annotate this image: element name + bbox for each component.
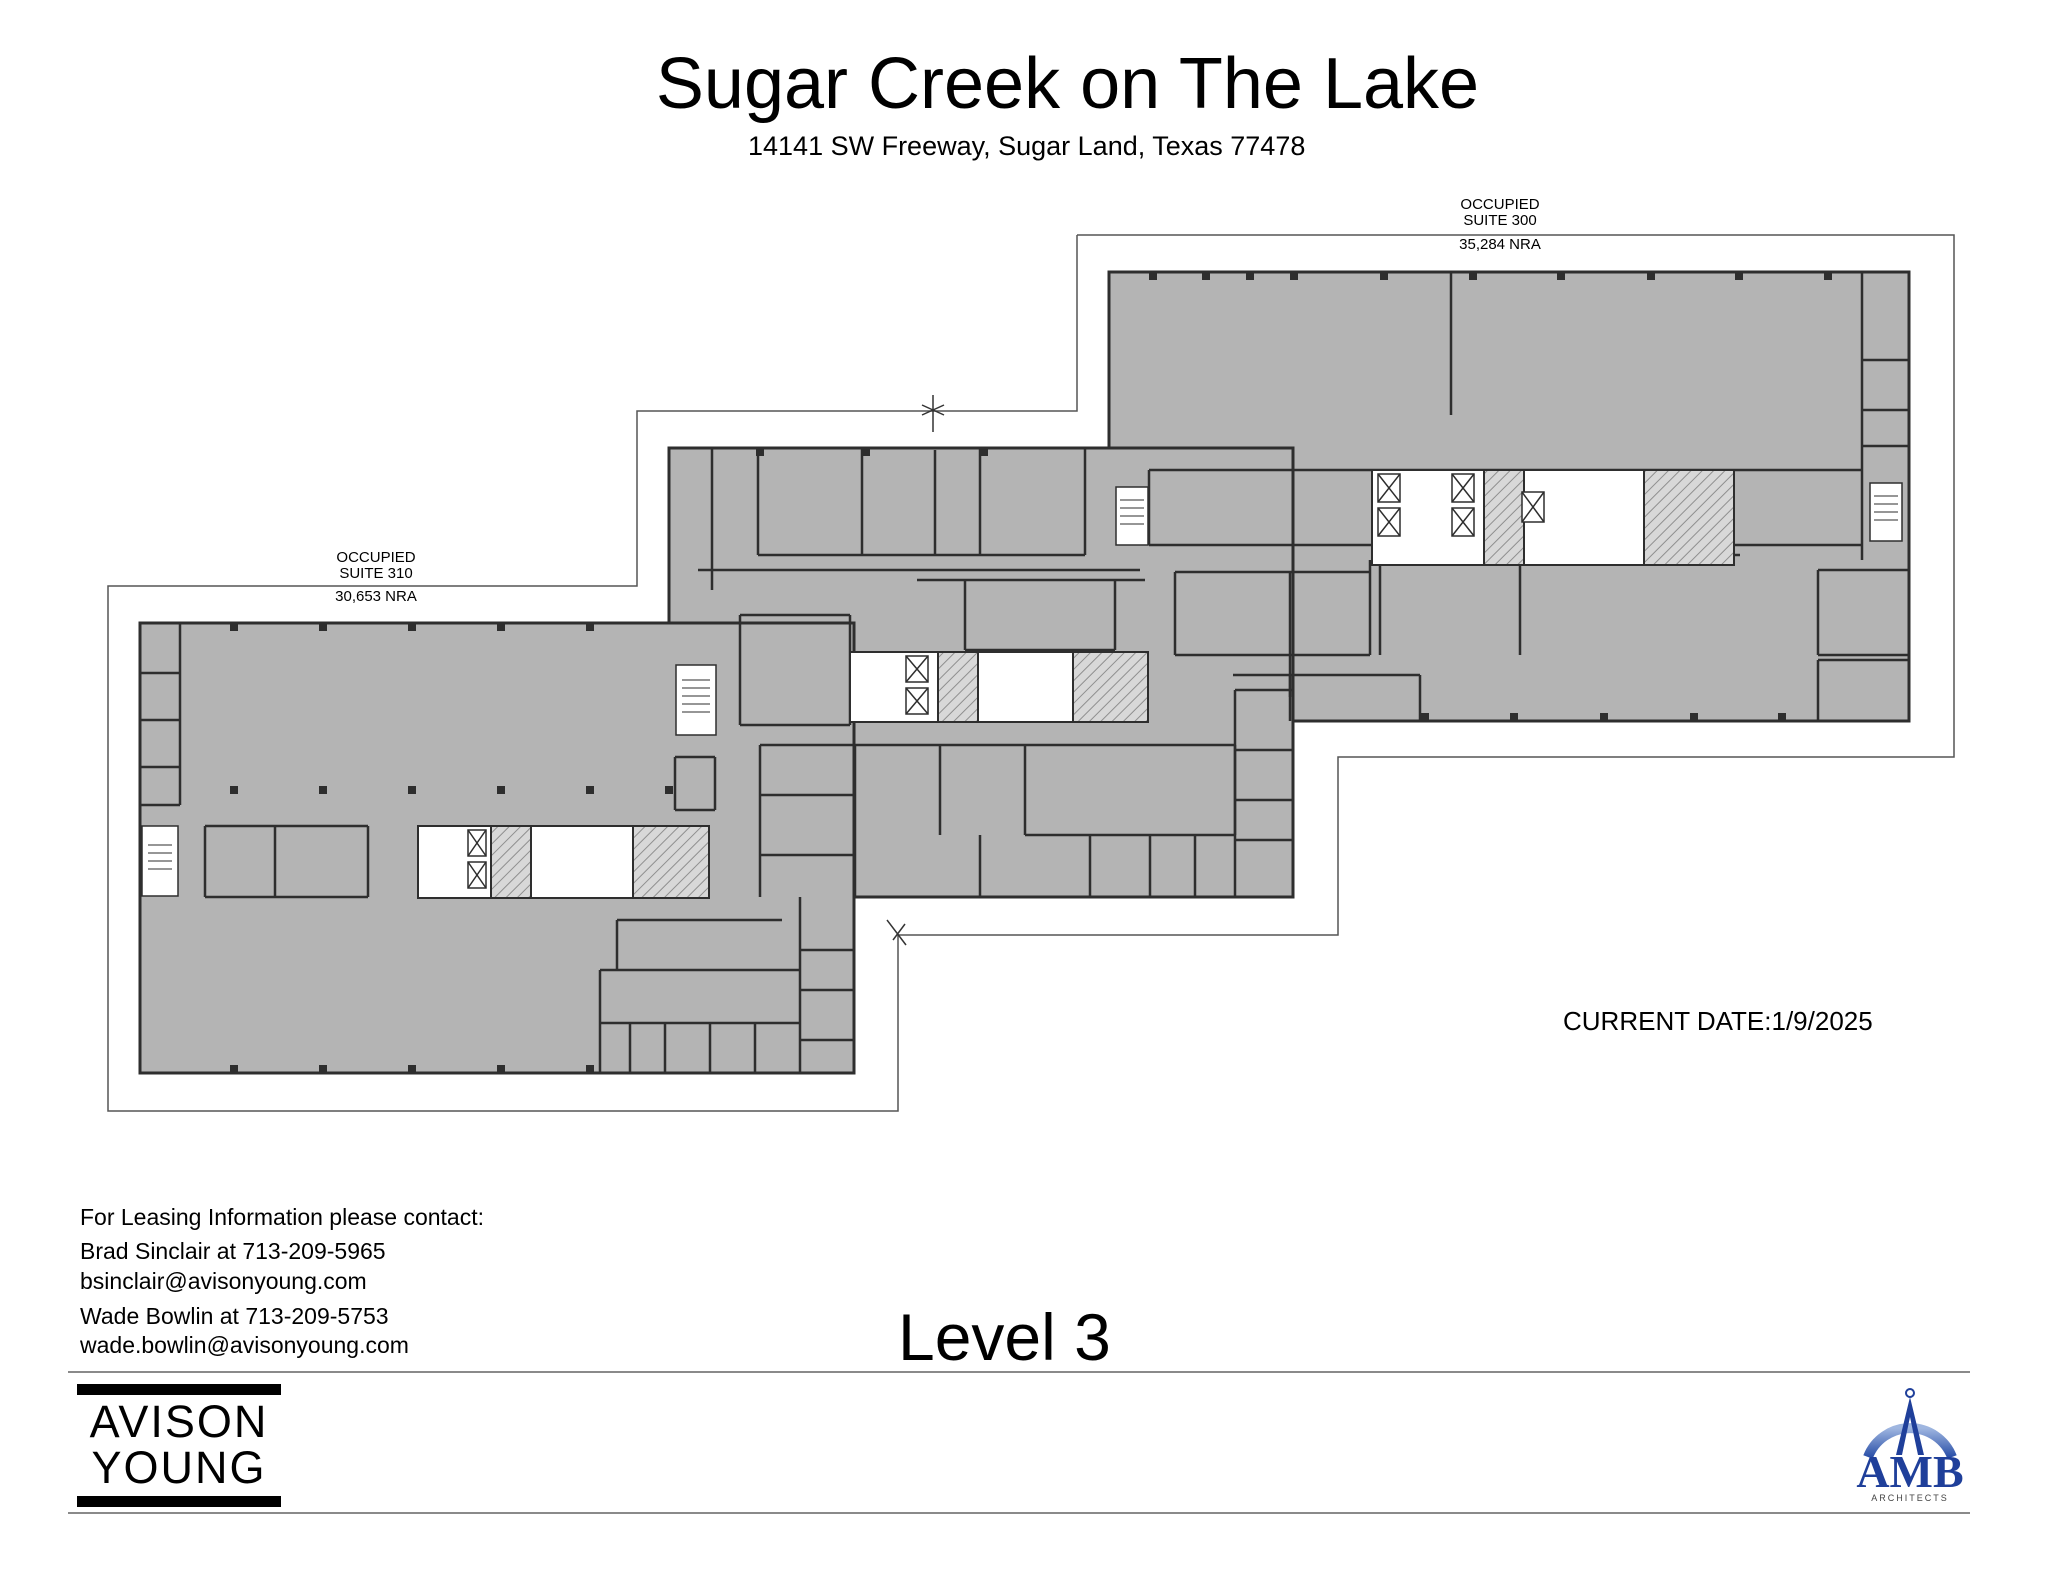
suite-300-status: OCCUPIED	[1460, 196, 1540, 213]
interior-walls-left	[140, 623, 854, 1073]
footer-top-rule	[68, 1371, 1970, 1373]
logo-bottom-bar	[77, 1496, 281, 1507]
logo-line-1: AVISON	[89, 1396, 269, 1447]
suite-310-status: OCCUPIED	[336, 549, 416, 566]
compass-icon: AMB ARCHITECTS	[1856, 1388, 1964, 1503]
suite-300-area: 35,284 NRA	[1459, 236, 1541, 253]
agent-1-email[interactable]: bsinclair@avisonyoung.com	[80, 1268, 367, 1294]
level-label: Level 3	[898, 1300, 1111, 1374]
logo-line-2: YOUNG	[91, 1442, 267, 1493]
dimension-ticks	[886, 395, 945, 946]
suite-300-boundary	[898, 234, 1955, 936]
avison-young-logo: AVISON YOUNG	[77, 1384, 281, 1508]
agent-1-phone: Brad Sinclair at 713-209-5965	[80, 1238, 386, 1264]
amb-architects-logo: AMB ARCHITECTS	[1840, 1385, 1980, 1503]
current-date: CURRENT DATE:1/9/2025	[1563, 1006, 1873, 1036]
agent-2-phone: Wade Bowlin at 713-209-5753	[80, 1303, 389, 1329]
suite-310-area: 30,653 NRA	[335, 588, 417, 605]
building-cores	[141, 469, 1903, 899]
suite-300-label: OCCUPIED SUITE 300	[1440, 197, 1560, 229]
logo-top-bar	[77, 1384, 281, 1395]
contact-heading: For Leasing Information please contact:	[80, 1204, 485, 1230]
building-title: Sugar Creek on The Lake	[655, 44, 1480, 124]
agent-2-email[interactable]: wade.bowlin@avisonyoung.com	[80, 1332, 409, 1358]
suite-300-number: SUITE 300	[1463, 212, 1537, 229]
amb-subtitle: ARCHITECTS	[1871, 1493, 1949, 1503]
amb-mark: AMB	[1856, 1446, 1963, 1497]
suite-310-number: SUITE 310	[339, 565, 413, 582]
columns	[230, 272, 1832, 1073]
building-address: 14141 SW Freeway, Sugar Land, Texas 7747…	[748, 131, 1306, 161]
interior-walls-middle	[698, 448, 1293, 897]
footer-bottom-rule	[68, 1512, 1970, 1514]
suite-310-label: OCCUPIED SUITE 310	[316, 550, 436, 582]
upper-boundary	[107, 235, 1078, 1112]
